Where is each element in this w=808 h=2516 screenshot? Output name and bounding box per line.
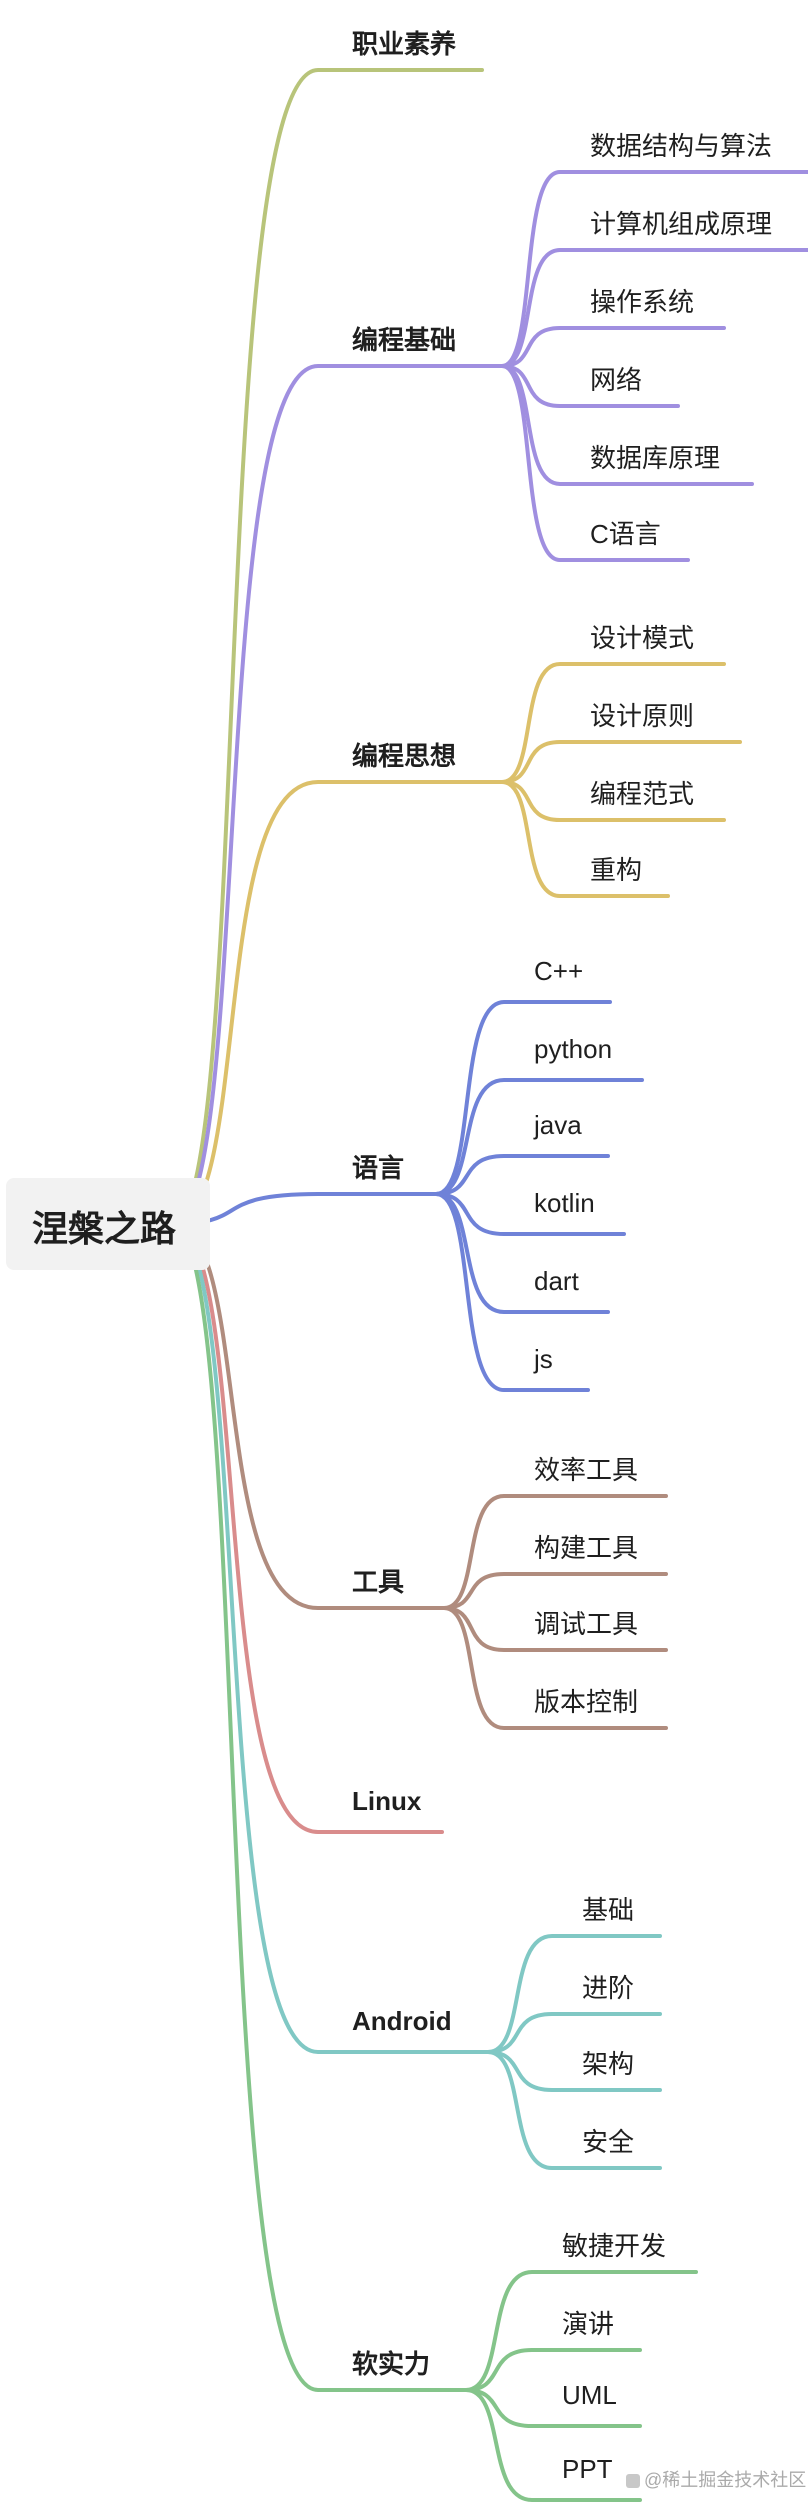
leaf-label[interactable]: 数据结构与算法 (590, 131, 773, 161)
branch-label[interactable]: 软实力 (352, 2349, 431, 2379)
branch-label[interactable]: 语言 (352, 1153, 405, 1183)
child-link (434, 1192, 610, 1314)
child-link (500, 364, 680, 408)
leaf-label[interactable]: C语言 (590, 519, 661, 549)
leaf-label[interactable]: js (534, 1344, 553, 1374)
child-link (434, 1000, 612, 1196)
child-link (486, 2012, 662, 2054)
root-label: 涅槃之路 (32, 1208, 177, 1249)
branch-label[interactable]: Android (352, 2006, 452, 2036)
child-link (486, 2050, 662, 2170)
root-node[interactable] (6, 1178, 210, 1270)
branch-link (170, 1222, 468, 2392)
leaf-label[interactable]: 设计原则 (590, 701, 695, 731)
branch-label[interactable]: 编程基础 (352, 325, 457, 355)
leaf-label[interactable]: 效率工具 (534, 1455, 639, 1485)
branch-link (170, 1222, 490, 2054)
child-link (464, 2388, 642, 2428)
leaf-label[interactable]: 数据库原理 (590, 443, 721, 473)
leaf-label[interactable]: 进阶 (582, 1973, 635, 2003)
child-link (486, 1934, 662, 2054)
leaf-label[interactable]: 架构 (582, 2049, 635, 2079)
leaf-label[interactable]: kotlin (534, 1188, 595, 1218)
leaf-label[interactable]: 版本控制 (534, 1687, 639, 1717)
child-link (442, 1606, 668, 1652)
leaf-label[interactable]: 构建工具 (534, 1533, 639, 1563)
watermark-text: @稀土掘金技术社区 (644, 2470, 807, 2490)
leaf-label[interactable]: 设计模式 (590, 623, 695, 653)
child-link (464, 2388, 642, 2502)
child-link (434, 1192, 626, 1236)
leaf-label[interactable]: java (534, 1110, 582, 1140)
leaf-label[interactable]: PPT (562, 2454, 613, 2484)
branch-label[interactable]: 编程思想 (352, 741, 457, 771)
child-link (442, 1606, 668, 1730)
child-link (500, 326, 726, 368)
child-link (434, 1078, 644, 1196)
child-link (464, 2270, 698, 2392)
watermark: @稀土掘金技术社区 (626, 2466, 806, 2492)
child-link (500, 780, 726, 822)
child-link (434, 1192, 590, 1392)
leaf-label[interactable]: 编程范式 (590, 779, 695, 809)
branch-link (170, 1222, 444, 1834)
leaf-label[interactable]: 网络 (590, 365, 643, 395)
branch-label[interactable]: 工具 (352, 1567, 405, 1597)
leaf-label[interactable]: 重构 (590, 855, 643, 885)
leaf-label[interactable]: UML (562, 2380, 617, 2410)
child-link (500, 248, 808, 368)
leaf-label[interactable]: 操作系统 (590, 287, 695, 317)
child-link (486, 2050, 662, 2092)
branch-link (170, 364, 504, 1226)
child-link (464, 2348, 642, 2392)
leaf-label[interactable]: 调试工具 (534, 1609, 639, 1639)
branch-label[interactable]: 职业素养 (352, 29, 457, 59)
child-link (442, 1572, 668, 1610)
juejin-logo-icon (626, 2474, 640, 2489)
leaf-label[interactable]: C++ (534, 956, 584, 986)
child-link (500, 780, 670, 898)
leaf-label[interactable]: python (534, 1034, 613, 1064)
child-link (500, 170, 808, 368)
branch-link (170, 1192, 438, 1226)
child-link (500, 662, 726, 784)
leaf-label[interactable]: 敏捷开发 (562, 2231, 667, 2261)
leaf-label[interactable]: 演讲 (562, 2309, 615, 2339)
child-link (500, 364, 690, 562)
leaf-label[interactable]: 安全 (582, 2127, 635, 2157)
child-link (500, 740, 742, 784)
child-link (434, 1154, 610, 1196)
leaf-label[interactable]: 基础 (582, 1895, 635, 1925)
leaf-label[interactable]: dart (534, 1266, 579, 1296)
child-link (442, 1494, 668, 1610)
branch-label[interactable]: Linux (352, 1786, 422, 1816)
leaf-label[interactable]: 计算机组成原理 (590, 209, 773, 239)
branch-link (170, 68, 484, 1226)
